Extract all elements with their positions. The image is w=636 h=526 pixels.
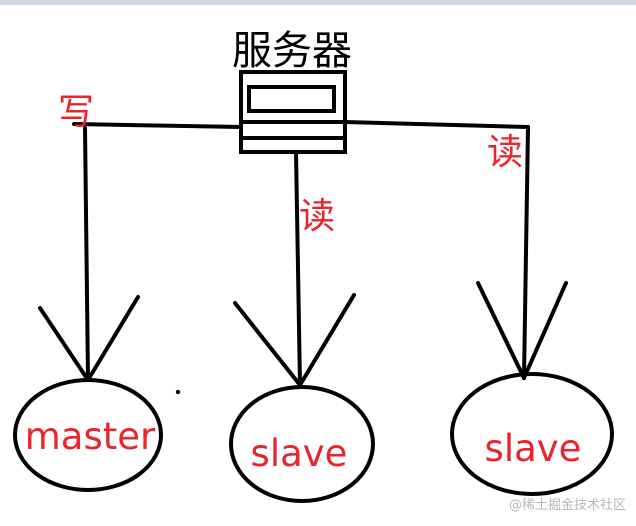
edge-server-to-slave-center [294, 150, 302, 387]
slave-node-center [229, 385, 375, 503]
edge-server-to-slave-right [343, 120, 530, 380]
top-strip [0, 0, 636, 5]
stray-dot [175, 389, 181, 395]
arrowhead-master [38, 295, 140, 382]
slave-node-right [450, 372, 614, 496]
read-right-edge-label: 读 [487, 132, 523, 173]
arrowhead-slave-right [476, 281, 568, 380]
read-center-edge-label: 读 [299, 196, 335, 237]
write-edge-label: 写 [58, 92, 94, 133]
server-label: 服务器 [232, 28, 352, 74]
slave-center-node-label: slave [251, 432, 348, 475]
arrowhead-slave-center [233, 293, 356, 387]
edge-server-to-master [72, 122, 243, 382]
master-node [13, 378, 163, 492]
server-icon [239, 70, 347, 154]
watermark-text: @稀土掘金技术社区 [509, 497, 626, 513]
slave-right-node-label: slave [485, 427, 582, 470]
master-node-label: master [25, 415, 156, 458]
